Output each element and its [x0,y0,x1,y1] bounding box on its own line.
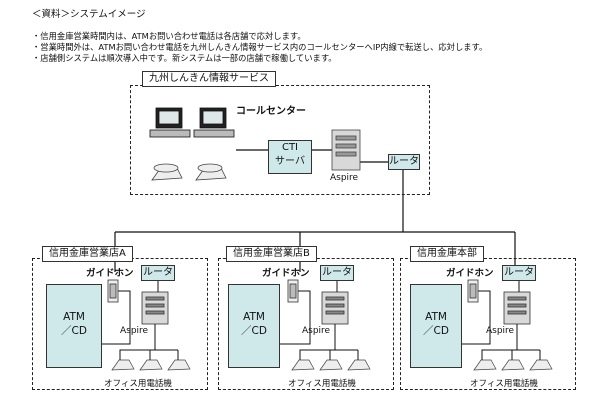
branch-a-office-phone: オフィス用電話機 [104,379,172,389]
center-frame [130,85,430,195]
cti-line1: CTI [281,142,299,153]
branch-a-atm-line1: ATM [63,311,85,323]
branch-hq-guidephone: ガイドホン [446,268,494,279]
branch-hq-office-phone: オフィス用電話機 [470,379,538,389]
branch-b-title: 信用金庫営業店B [226,246,317,262]
center-title: 九州しんきん情報サービス [142,71,276,87]
branch-a-guidephone: ガイドホン [86,268,134,279]
branch-a-aspire: Aspire [120,326,149,336]
branch-hq-atm-line1: ATM [425,311,447,323]
bullet-3: ・店舗側システムは順次導入中です。新システムは一部の店舗で稼働しています。 [32,53,337,63]
cti-server: CTI サーバ [268,140,312,174]
branch-b-guidephone: ガイドホン [262,268,310,279]
branch-a-atm: ATM ／CD [46,284,102,368]
branch-b-atm: ATM ／CD [228,284,280,368]
branch-hq-aspire: Aspire [486,326,515,336]
header-title: ＜資料＞システムイメージ [32,9,146,20]
center-aspire-label: Aspire [330,173,359,183]
branch-a-router: ルータ [141,265,175,281]
center-router: ルータ [388,154,420,170]
branch-b-office-phone: オフィス用電話機 [288,379,356,389]
bullet-1: ・信用金庫営業時間内は、ATMお問い合わせ電話は各店舗で応対します。 [32,31,306,41]
branch-b-atm-line1: ATM [243,311,265,323]
branch-b-atm-line2: ／CD [241,325,267,337]
branch-b-aspire: Aspire [302,326,331,336]
branch-hq-frame [400,258,576,390]
branch-b-router: ルータ [320,265,354,281]
cti-line2: サーバ [275,156,305,167]
branch-a-atm-line2: ／CD [61,325,87,337]
call-center-label: コールセンター [236,106,306,117]
branch-hq-title: 信用金庫本部 [410,246,484,262]
branch-hq-router: ルータ [502,265,536,281]
branch-hq-atm-line2: ／CD [423,325,449,337]
bullet-2: ・営業時間外は、ATMお問い合わせ電話を九州しんきん情報サービス内のコールセンタ… [32,42,488,52]
branch-a-title: 信用金庫営業店A [42,246,133,262]
branch-hq-atm: ATM ／CD [410,284,462,368]
